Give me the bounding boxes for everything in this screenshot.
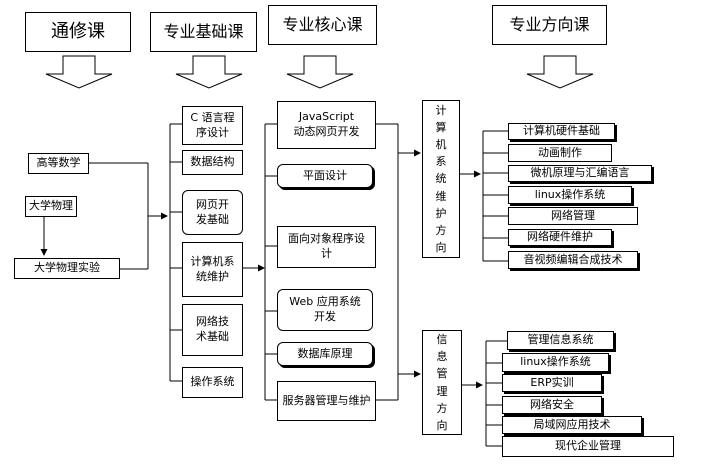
header-core-courses: 专业核心课 <box>268 5 377 45</box>
direction-system-maintenance-label: 计算机系统维护方向 <box>435 104 447 254</box>
course-microcomputer-assembly: 微机原理与汇编语言 <box>508 165 652 182</box>
course-c-programming: C 语言程序设计 <box>182 106 243 145</box>
course-database-principles: 数据库原理 <box>277 342 373 366</box>
header-direction-courses: 专业方向课 <box>492 5 607 45</box>
course-graphic-design: 平面设计 <box>277 164 373 188</box>
course-network-tech-basics: 网络技术基础 <box>182 304 243 356</box>
course-mis: 管理信息系统 <box>507 331 614 350</box>
course-javascript: JavaScript 动态网页开发 <box>277 101 376 149</box>
course-av-editing: 音视频编辑合成技术 <box>508 251 638 269</box>
course-linux-os: linux操作系统 <box>508 186 632 204</box>
course-network-management: 网络管理 <box>508 207 638 225</box>
course-university-physics: 大学物理 <box>25 196 77 217</box>
course-animation: 动画制作 <box>508 144 612 162</box>
header-down-arrows <box>45 55 594 89</box>
header-general-courses: 通修课 <box>25 12 131 52</box>
direction-info-management-label: 信息管理方向 <box>436 333 448 432</box>
down-arrow <box>286 55 354 89</box>
direction-info-management: 信息管理方向 <box>422 330 462 435</box>
course-lan-tech: 局域网应用技术 <box>502 416 642 434</box>
course-physics-lab: 大学物理实验 <box>14 258 120 279</box>
course-data-structures: 数据结构 <box>182 150 243 175</box>
direction-system-maintenance: 计算机系统维护方向 <box>422 100 460 258</box>
course-server-management: 服务器管理与维护 <box>277 381 376 421</box>
down-arrow <box>526 55 594 89</box>
course-modern-enterprise-mgmt: 现代企业管理 <box>502 436 674 457</box>
down-arrow <box>175 55 243 89</box>
course-web-dev-basics: 网页开发基础 <box>182 190 243 235</box>
course-linux-os-info: linux操作系统 <box>502 353 609 372</box>
course-erp-training: ERP实训 <box>502 374 602 392</box>
course-computer-maintenance: 计算机系统维护 <box>182 242 243 297</box>
course-network-hardware: 网络硬件维护 <box>508 229 612 246</box>
course-oop: 面向对象程序设计 <box>277 226 376 268</box>
course-hardware-basics: 计算机硬件基础 <box>508 123 615 140</box>
course-network-security: 网络安全 <box>502 396 602 414</box>
course-operating-systems: 操作系统 <box>182 367 243 398</box>
course-web-app-dev: Web 应用系统开发 <box>277 289 373 331</box>
course-advanced-math: 高等数学 <box>28 153 89 174</box>
down-arrow <box>45 55 113 89</box>
header-basic-courses: 专业基础课 <box>150 12 257 52</box>
